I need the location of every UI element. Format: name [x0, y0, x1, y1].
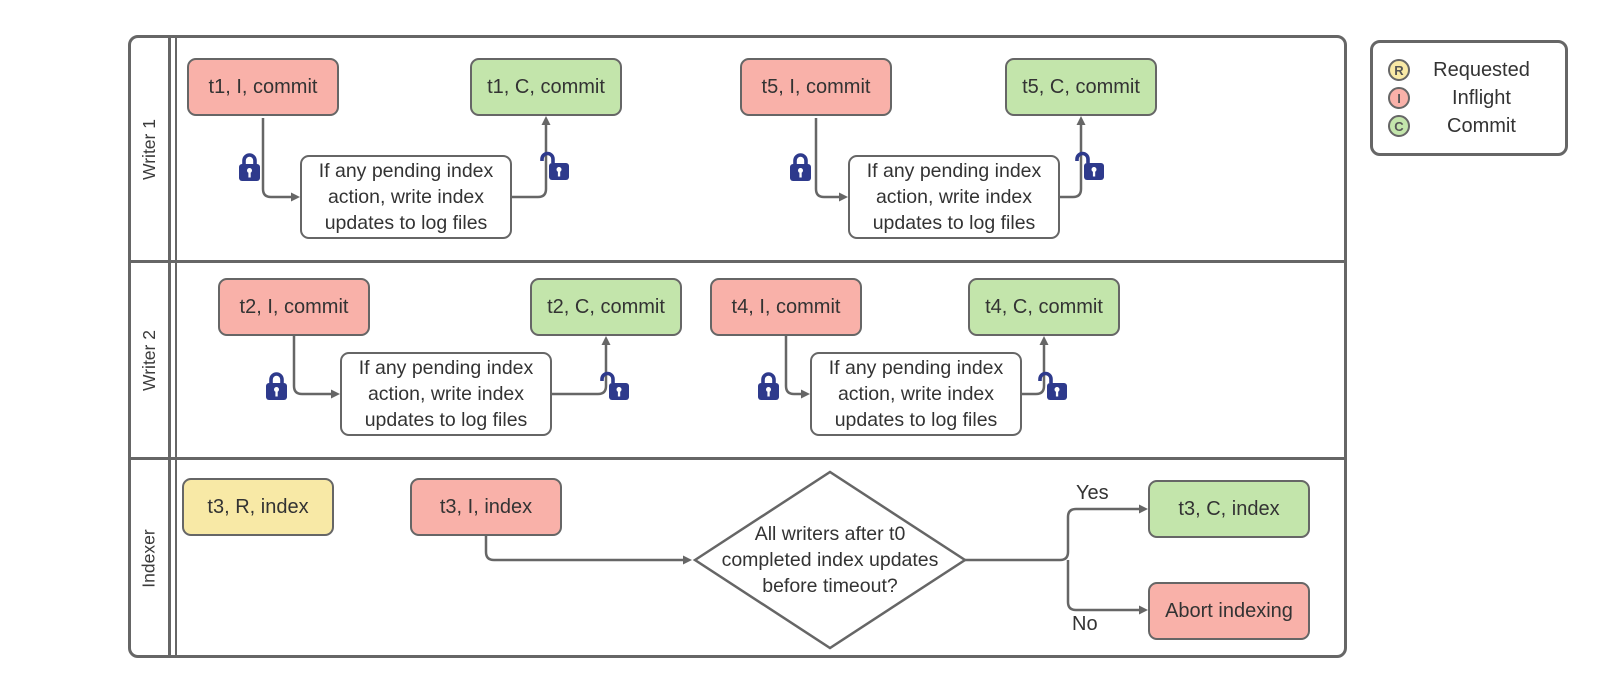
lane-divider-1: [128, 260, 1347, 263]
lane-label-writer-2: Writer 2: [138, 329, 159, 391]
action-box-writer2-b: If any pending index action, write index…: [810, 352, 1022, 436]
action-box-writer1-b: If any pending index action, write index…: [848, 155, 1060, 239]
lock-open-icon: [1038, 370, 1069, 408]
node-t1-inflight: t1, I, commit: [187, 58, 339, 116]
legend-label: Inflight: [1452, 86, 1511, 109]
node-t3-inflight: t3, I, index: [410, 478, 562, 536]
lane-divider-2: [128, 457, 1347, 460]
requested-state-icon: R: [1388, 59, 1410, 81]
action-box-writer2-a: If any pending index action, write index…: [340, 352, 552, 436]
node-t4-inflight: t4, I, commit: [710, 278, 862, 336]
lane-label-writer-1: Writer 1: [138, 118, 159, 180]
branch-label-no: No: [1072, 613, 1098, 635]
inflight-state-icon: I: [1388, 87, 1410, 109]
node-t3-commit: t3, C, index: [1148, 480, 1310, 538]
node-t3-requested: t3, R, index: [182, 478, 334, 536]
legend-box: R Requested I Inflight C Commit: [1370, 40, 1568, 156]
lock-closed-icon: [756, 370, 782, 408]
legend-item-commit: C Commit: [1388, 112, 1553, 140]
lock-closed-icon: [788, 151, 814, 189]
lock-closed-icon: [237, 151, 263, 189]
node-abort-indexing: Abort indexing: [1148, 582, 1310, 640]
action-box-writer1-a: If any pending index action, write index…: [300, 155, 512, 239]
lane-content-divider: [174, 35, 177, 658]
legend-label: Requested: [1433, 58, 1530, 81]
decision-diamond-text: All writers after t0 completed index upd…: [705, 521, 955, 599]
node-t1-commit: t1, C, commit: [470, 58, 622, 116]
node-t5-commit: t5, C, commit: [1005, 58, 1157, 116]
decision-line: completed index updates: [721, 549, 939, 571]
decision-line: before timeout?: [762, 575, 898, 597]
node-t2-inflight: t2, I, commit: [218, 278, 370, 336]
node-t4-commit: t4, C, commit: [968, 278, 1120, 336]
commit-state-icon: C: [1388, 115, 1410, 137]
node-t5-inflight: t5, I, commit: [740, 58, 892, 116]
node-t2-commit: t2, C, commit: [530, 278, 682, 336]
lane-label-divider: [168, 35, 171, 658]
legend-item-requested: R Requested: [1388, 56, 1553, 84]
lane-label-indexer: Indexer: [138, 528, 159, 588]
lock-open-icon: [600, 370, 631, 408]
branch-label-yes: Yes: [1076, 482, 1109, 504]
lock-open-icon: [1075, 150, 1106, 188]
lock-closed-icon: [264, 370, 290, 408]
lock-open-icon: [540, 150, 571, 188]
decision-line: All writers after t0: [754, 523, 906, 545]
legend-item-inflight: I Inflight: [1388, 84, 1553, 112]
legend-label: Commit: [1447, 114, 1516, 137]
